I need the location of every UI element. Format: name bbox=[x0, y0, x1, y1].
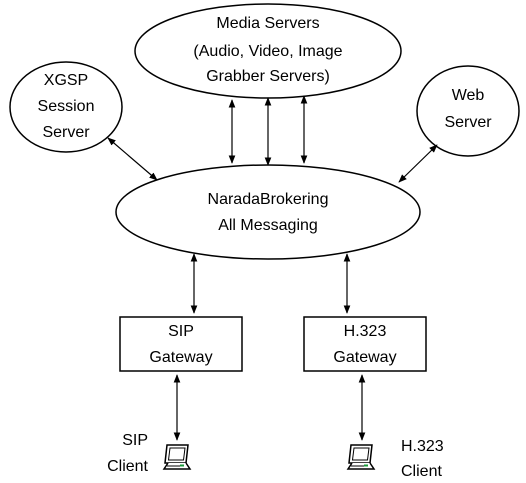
narada-label-2: All Messaging bbox=[218, 217, 318, 234]
sip-gateway-node bbox=[119, 316, 243, 372]
computer-terminal-icon bbox=[163, 444, 191, 470]
h323-gateway-label-1: H.323 bbox=[343, 323, 387, 340]
sip-gateway-label-2: Gateway bbox=[149, 349, 213, 366]
computer-terminal-icon bbox=[347, 444, 375, 470]
sip-gateway-label-1: SIP bbox=[168, 323, 194, 340]
h323-client-label-1: H.323 bbox=[401, 438, 444, 455]
web-narada-link bbox=[398, 144, 438, 183]
xgsp-session-server-node bbox=[9, 61, 123, 153]
media-servers-label-1: Media Servers bbox=[216, 15, 320, 32]
naradabrokering-node bbox=[115, 164, 421, 260]
xgsp-label-1: XGSP bbox=[43, 72, 89, 89]
xgsp-narada-link bbox=[107, 137, 158, 181]
xgsp-label-3: Server bbox=[42, 124, 90, 141]
h323-client-label-2: Client bbox=[401, 463, 442, 480]
media-servers-label-2: (Audio, Video, Image bbox=[193, 43, 343, 60]
sip-client-label-1: SIP bbox=[122, 432, 148, 449]
xgsp-label-2: Session bbox=[37, 98, 95, 115]
web-server-label-1: Web bbox=[451, 87, 485, 104]
media-servers-label-3: Grabber Servers) bbox=[206, 68, 330, 85]
h323-gateway-label-2: Gateway bbox=[333, 349, 397, 366]
sip-client-label-2: Client bbox=[107, 458, 148, 475]
h323-gateway-node bbox=[303, 316, 427, 372]
web-server-node bbox=[416, 65, 520, 157]
web-server-label-2: Server bbox=[444, 114, 492, 131]
narada-label-1: NaradaBrokering bbox=[207, 191, 329, 208]
